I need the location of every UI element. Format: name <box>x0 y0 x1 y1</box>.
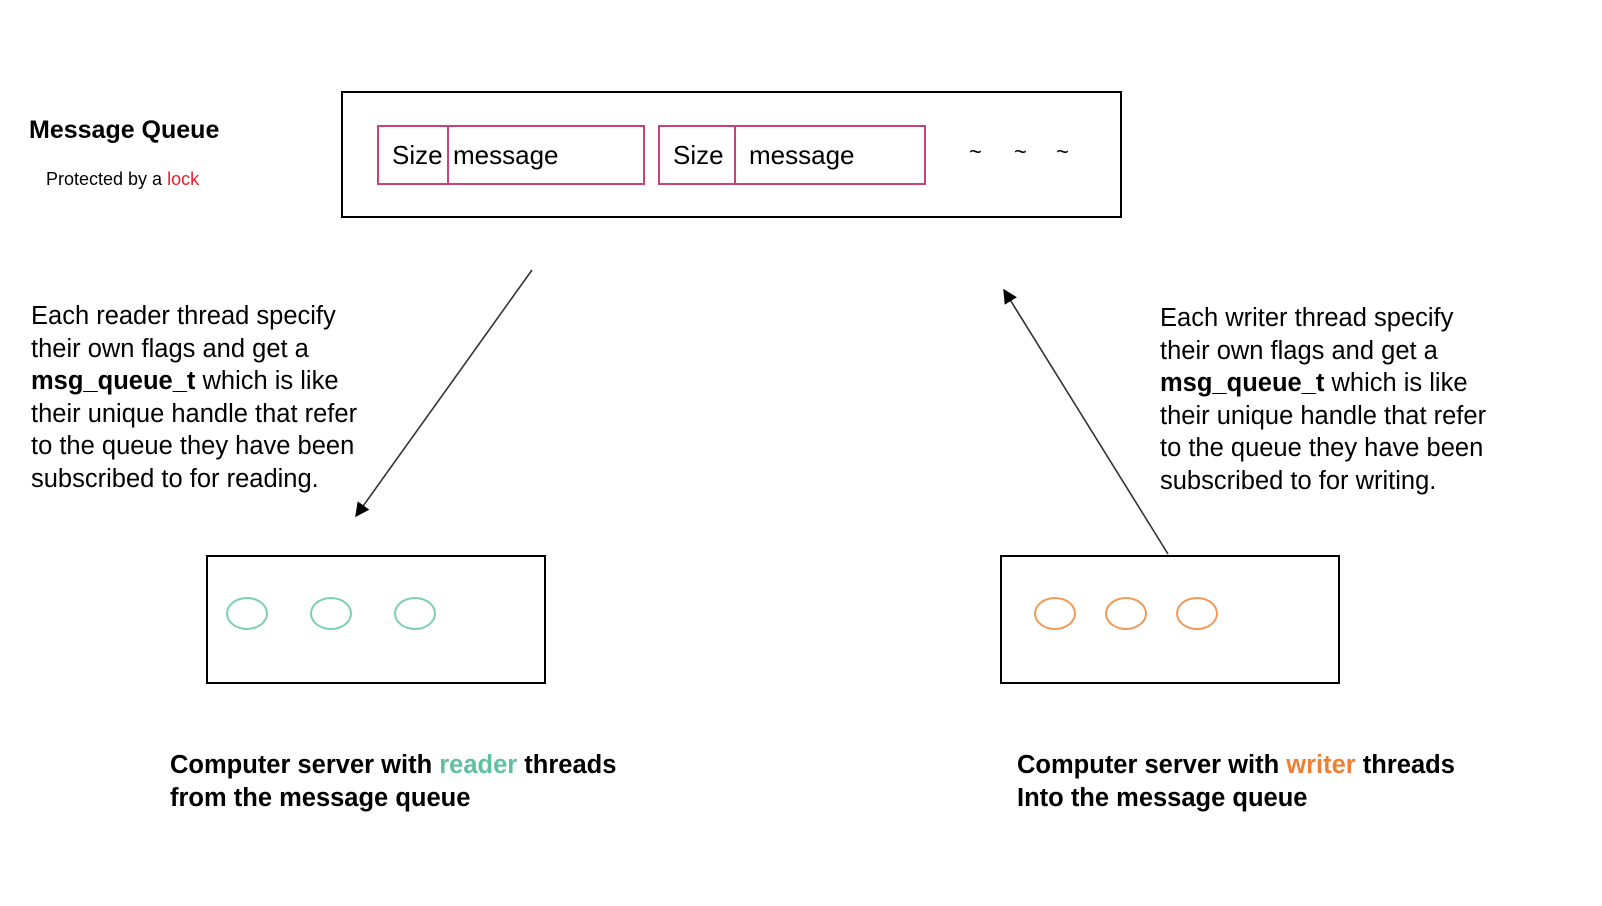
queue-slot: Size message <box>658 125 926 185</box>
writer-thread-circle <box>1034 597 1076 630</box>
caption-text: threads <box>517 751 617 779</box>
caption-text: threads <box>1355 751 1455 779</box>
writer-server-box <box>1000 555 1340 684</box>
reader-caption-line2: from the message queue <box>170 784 471 812</box>
writer-thread-circle <box>1176 597 1218 630</box>
reader-thread-circle <box>394 597 436 630</box>
reader-thread-circle <box>226 597 268 630</box>
slot-message-label: message <box>749 139 855 170</box>
caption-text: Computer server with <box>170 751 440 779</box>
reader-server-box <box>206 555 546 684</box>
slot-message-label: message <box>453 139 559 170</box>
writer-caption-line2: Into the message queue <box>1017 784 1308 812</box>
message-queue-box: Size message Size message ~ ~ ~ <box>341 91 1122 218</box>
reader-desc-text: which is like their unique handle that r… <box>31 367 358 493</box>
writer-description: Each writer thread specify their own fla… <box>1160 302 1500 497</box>
writer-thread-circle <box>1105 597 1147 630</box>
ellipsis-mark: ~ <box>1056 139 1069 164</box>
ellipsis-mark: ~ <box>969 139 982 164</box>
writer-arrow <box>1003 288 1169 555</box>
slot-size-label: Size <box>379 127 449 183</box>
writer-desc-text: which is like their unique handle that r… <box>1160 369 1487 495</box>
reader-thread-circle <box>310 597 352 630</box>
lock-label: lock <box>167 169 200 189</box>
message-queue-title: Message Queue <box>29 116 220 144</box>
writer-highlight: writer <box>1286 751 1356 779</box>
writer-server-caption: Computer server with writer threads Into… <box>1017 749 1455 815</box>
reader-caption-line1: Computer server with reader threads <box>170 749 616 782</box>
reader-desc-type: msg_queue_t <box>31 367 196 395</box>
queue-slot: Size message <box>377 125 645 185</box>
writer-desc-text: Each writer thread specify their own fla… <box>1160 304 1454 365</box>
subtitle-prefix: Protected by a <box>46 169 168 189</box>
reader-arrow <box>355 269 533 518</box>
slot-size-label: Size <box>660 127 736 183</box>
reader-highlight: reader <box>439 751 518 779</box>
queue-subtitle: Protected by a lock <box>46 169 199 190</box>
writer-desc-type: msg_queue_t <box>1160 369 1325 397</box>
caption-text: Computer server with <box>1017 751 1287 779</box>
reader-desc-text: Each reader thread specify their own fla… <box>31 302 336 363</box>
ellipsis-mark: ~ <box>1014 139 1027 164</box>
reader-server-caption: Computer server with reader threads from… <box>170 749 616 815</box>
reader-description: Each reader thread specify their own fla… <box>31 300 361 495</box>
writer-caption-line1: Computer server with writer threads <box>1017 749 1455 782</box>
